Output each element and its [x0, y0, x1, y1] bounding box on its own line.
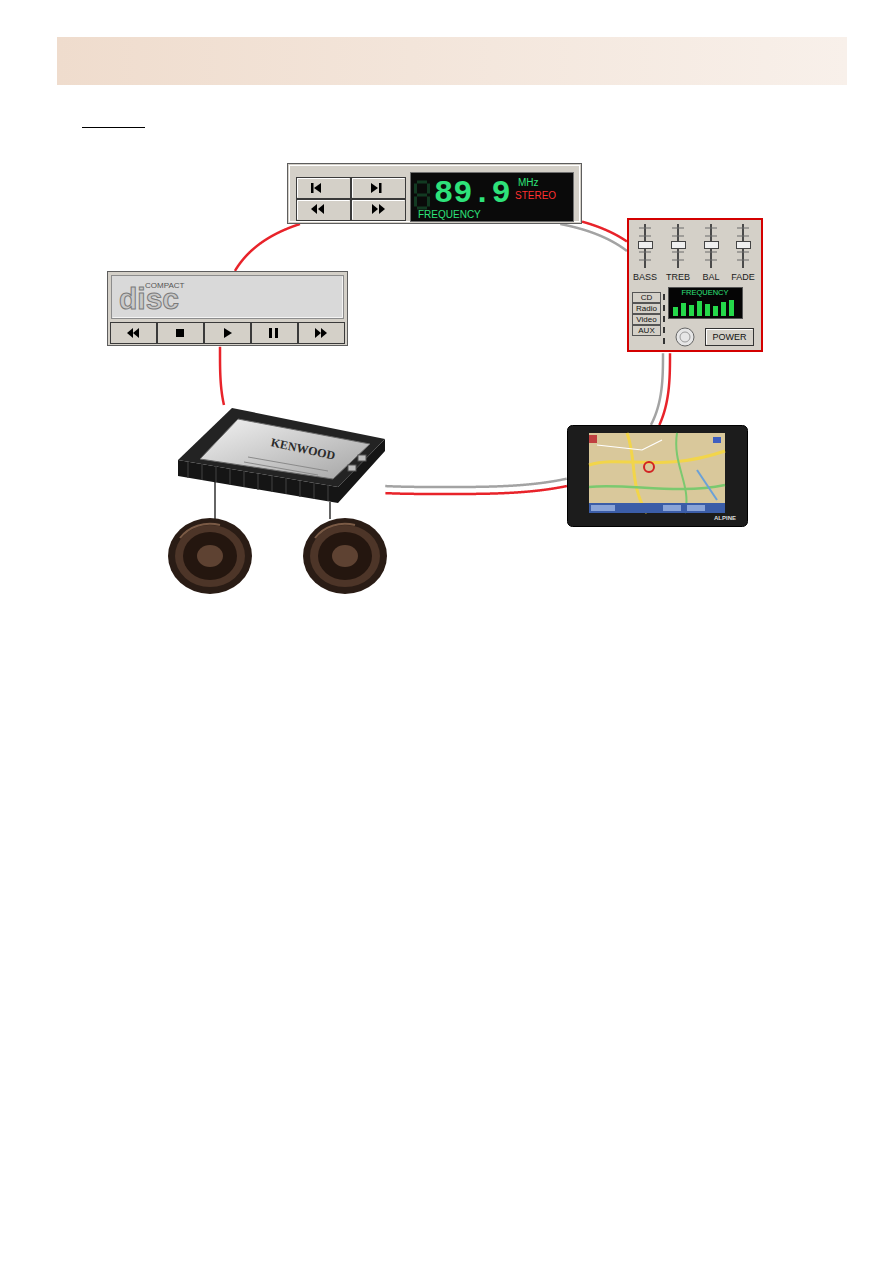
control-label: BAL [695, 273, 727, 282]
display-label: FREQUENCY [418, 210, 481, 220]
logo-text: disc [119, 284, 179, 314]
amplifier-art [178, 405, 385, 505]
unit-label: MHz [518, 178, 539, 188]
navigation-screen: ALPINE [567, 425, 748, 527]
cd-player-panel: COMPACTdisc [107, 271, 348, 346]
button-label: Radio [632, 303, 661, 314]
connector-line [659, 353, 670, 425]
control-panel: BASSTREBBALFADE FREQUENCY CDRadioVideoAUX P… [627, 218, 763, 352]
connector-line [220, 347, 224, 405]
speaker-illustration [168, 518, 252, 594]
button-label: POWER [705, 328, 754, 346]
cable-line [385, 479, 566, 487]
heading-underline [82, 127, 145, 128]
control-label: BASS [629, 273, 661, 282]
radio-panel: 89.9 MHzSTEREO FREQUENCY [287, 163, 582, 224]
stereo-indicator: STEREO [515, 191, 556, 201]
frequency-readout: 89.9 [434, 178, 511, 210]
navigation-screen-art [567, 425, 748, 527]
amplifier: KENWOOD [178, 405, 385, 505]
button-label: CD [632, 292, 661, 303]
display-label: FREQUENCY [668, 289, 742, 297]
cable-line [651, 353, 663, 425]
cable-line [560, 224, 627, 251]
connector-line [385, 486, 566, 494]
control-label: FADE [727, 273, 759, 282]
connector-line [582, 222, 627, 242]
button-label: Video [632, 314, 661, 325]
connector-line [235, 224, 300, 271]
button-label: AUX [632, 325, 661, 336]
header-band [57, 37, 847, 85]
speaker-illustration [303, 518, 387, 594]
brand-label: ALPINE [707, 515, 743, 521]
control-label: TREB [662, 273, 694, 282]
